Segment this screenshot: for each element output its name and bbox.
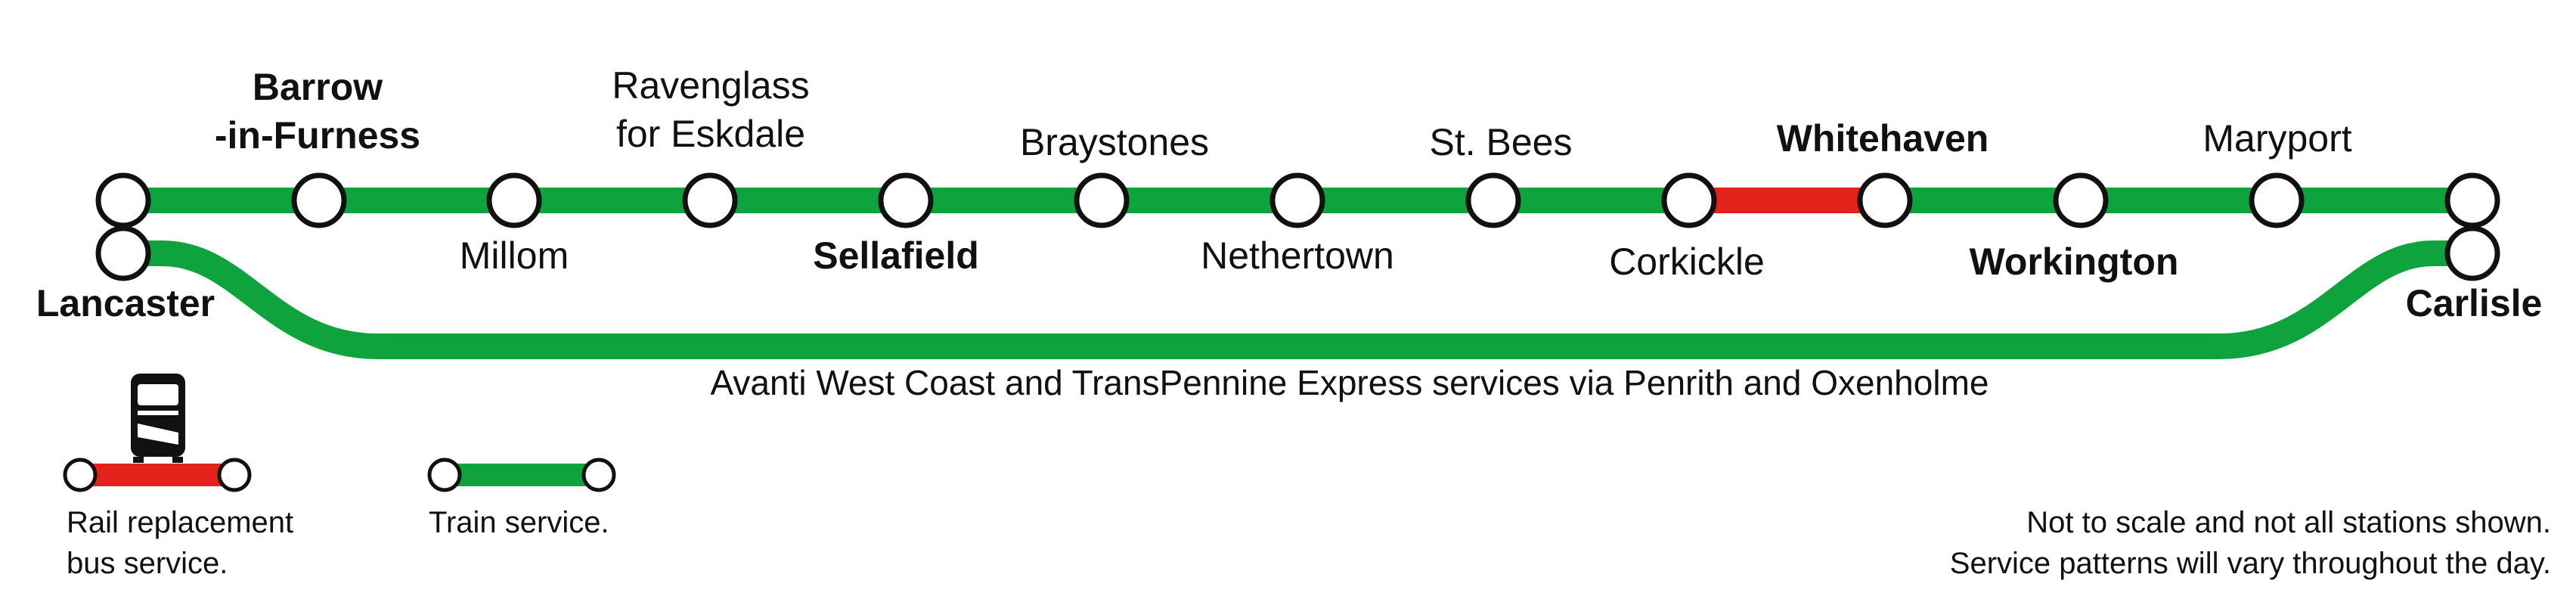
- legend-bus-station: [217, 458, 252, 492]
- station-label-whitehaven: Whitehaven: [1777, 117, 1989, 160]
- station-label-sellafield: Sellafield: [813, 234, 979, 277]
- legend-train-station: [581, 458, 616, 492]
- station-lancaster: [95, 172, 151, 228]
- station-carlisle: [2444, 172, 2500, 228]
- legend: [63, 374, 616, 492]
- station-whitehaven: [1857, 172, 1913, 228]
- station-lancaster-bypass: [95, 225, 151, 281]
- station-label-carlisle: Carlisle: [2406, 282, 2543, 324]
- station-st-bees: [1465, 172, 1521, 228]
- legend-train-label: Train service.: [429, 506, 609, 539]
- station-label-braystones: Braystones: [1020, 121, 1209, 163]
- map-notes: Not to scale and not all stations shown.…: [1950, 502, 2551, 584]
- station-corkickle: [1661, 172, 1717, 228]
- station-millom: [486, 172, 542, 228]
- station-barrow: [291, 172, 347, 228]
- station-label-barrow: Barrow-in-Furness: [215, 66, 420, 157]
- bus-icon: [131, 374, 185, 463]
- note-scale: Not to scale and not all stations shown.: [2026, 506, 2551, 539]
- station-sellafield: [878, 172, 934, 228]
- station-label-maryport: Maryport: [2202, 117, 2351, 160]
- station-braystones: [1074, 172, 1130, 228]
- station-label-corkickle: Corkickle: [1609, 240, 1765, 283]
- station-maryport: [2249, 172, 2305, 228]
- station-ravenglass: [682, 172, 738, 228]
- station-workington: [2053, 172, 2109, 228]
- station-label-millom: Millom: [460, 234, 569, 277]
- note-patterns: Service patterns will vary throughout th…: [1949, 547, 2551, 580]
- station-nethertown: [1269, 172, 1325, 228]
- legend-train-station: [427, 458, 462, 492]
- legend-bus-station: [63, 458, 98, 492]
- station-label-st-bees: St. Bees: [1430, 121, 1573, 163]
- station-label-workington: Workington: [1970, 240, 2179, 283]
- bypass-route-line: [123, 240, 2472, 359]
- bypass-route-label: Avanti West Coast and TransPennine Expre…: [711, 363, 1989, 402]
- station-carlisle-bypass: [2444, 225, 2500, 281]
- station-label-nethertown: Nethertown: [1201, 234, 1394, 277]
- station-label-lancaster: Lancaster: [36, 282, 215, 324]
- stations: [95, 172, 2500, 281]
